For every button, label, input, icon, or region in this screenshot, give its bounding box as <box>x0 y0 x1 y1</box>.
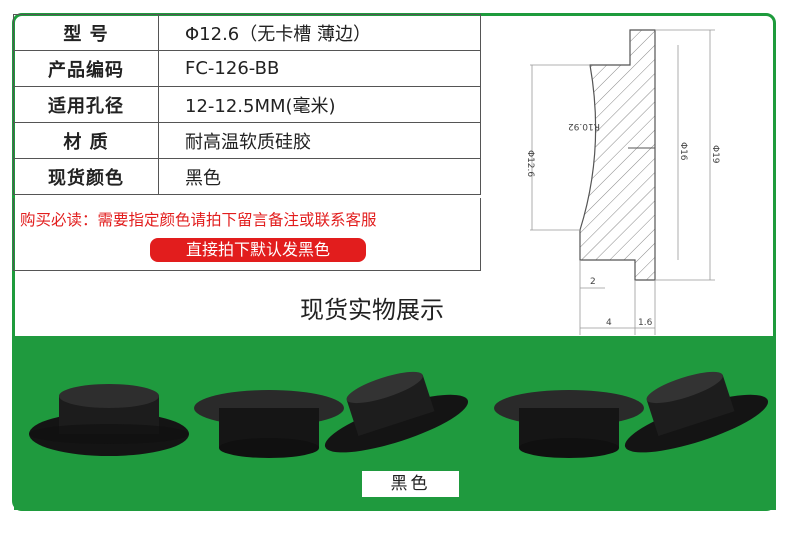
spec-value: 耐高温软质硅胶 <box>158 122 481 159</box>
product-photo <box>14 336 776 510</box>
spec-key: 适用孔径 <box>13 86 159 123</box>
grommet-image <box>494 390 644 458</box>
table-row: 适用孔径 12-12.5MM(毫米) <box>13 86 481 123</box>
spec-key: 产品编码 <box>13 50 159 87</box>
spec-key: 型 号 <box>13 14 159 51</box>
spec-key: 材 质 <box>13 122 159 159</box>
table-row: 产品编码 FC-126-BB <box>13 50 481 87</box>
dim-label: Φ19 <box>710 145 720 164</box>
color-label: 黑色 <box>362 471 459 497</box>
dim-label: 1.6 <box>638 318 653 328</box>
dim-label: 2 <box>590 277 596 287</box>
table-row: 现货颜色 黑色 <box>13 158 481 195</box>
section-title: 现货实物展示 <box>300 296 444 324</box>
dim-label: R10.92 <box>568 121 600 131</box>
dim-label: Φ12.6 <box>525 150 535 177</box>
spec-value: FC-126-BB <box>158 50 481 87</box>
table-row: 材 质 耐高温软质硅胶 <box>13 122 481 159</box>
spec-value: 12-12.5MM(毫米) <box>158 86 481 123</box>
grommet-image <box>624 371 769 453</box>
table-row: 型 号 Φ12.6（无卡槽 薄边） <box>13 14 481 51</box>
notice-text: 购买必读：需要指定颜色请拍下留言备注或联系客服 <box>20 211 377 229</box>
grommet-image <box>29 384 189 456</box>
purchase-notice: 购买必读：需要指定颜色请拍下留言备注或联系客服 直接拍下默认发黑色 <box>13 198 481 271</box>
spec-value: Φ12.6（无卡槽 薄边） <box>158 14 481 51</box>
grommet-photo-illustration <box>29 371 769 458</box>
dim-label: 4 <box>606 318 612 328</box>
default-black-button[interactable]: 直接拍下默认发黑色 <box>150 238 366 262</box>
spec-table: 型 号 Φ12.6（无卡槽 薄边） 产品编码 FC-126-BB 适用孔径 12… <box>13 14 481 195</box>
grommet-image <box>194 390 344 458</box>
spec-value: 黑色 <box>158 158 481 195</box>
dim-label: Φ16 <box>678 142 688 161</box>
grommet-image <box>324 371 469 453</box>
spec-key: 现货颜色 <box>13 158 159 195</box>
technical-drawing: Φ12.6 R10.92 Φ16 Φ19 2 4 1.6 <box>525 29 720 335</box>
